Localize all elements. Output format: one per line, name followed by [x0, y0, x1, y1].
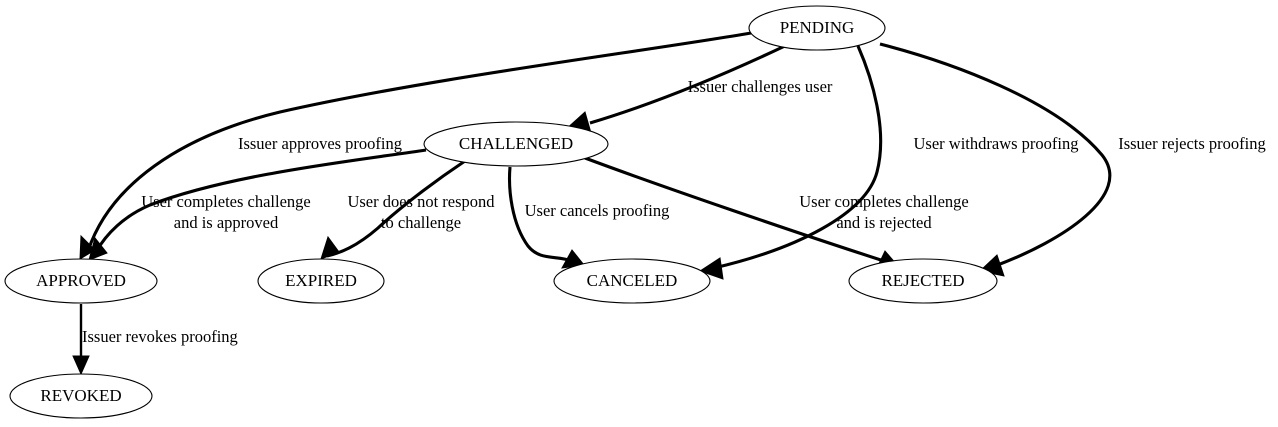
edge-label-user-completes-challenge-approved-line2: and is approved	[174, 213, 279, 232]
node-label-approved: APPROVED	[36, 271, 126, 290]
node-label-revoked: REVOKED	[40, 386, 121, 405]
edge-label-user-completes-challenge-approved-line1: User completes challenge	[141, 192, 311, 211]
node-canceled[interactable]: CANCELED	[553, 258, 711, 304]
edge-label-issuer-approves-proofing: Issuer approves proofing	[238, 134, 402, 153]
edge-label-issuer-revokes-proofing: Issuer revokes proofing	[82, 327, 238, 346]
edge-label-issuer-rejects-proofing: Issuer rejects proofing	[1118, 134, 1266, 153]
edge-label-issuer-challenges-user: Issuer challenges user	[688, 77, 833, 96]
edge-label-user-does-not-respond-line2: to challenge	[381, 213, 461, 232]
edge-label-user-withdraws-proofing: User withdraws proofing	[914, 134, 1079, 153]
edge-pending-approved	[79, 31, 752, 260]
node-label-expired: EXPIRED	[285, 271, 357, 290]
edge-label-user-completes-challenge-rejected-line2: and is rejected	[836, 213, 932, 232]
node-label-pending: PENDING	[780, 18, 855, 37]
edge-challenged-approved	[88, 148, 427, 261]
edge-challenged-expired	[320, 159, 466, 260]
node-expired[interactable]: EXPIRED	[257, 258, 385, 304]
edge-label-user-completes-challenge-rejected-line1: User completes challenge	[799, 192, 969, 211]
edge-label-user-cancels-proofing: User cancels proofing	[525, 201, 670, 220]
node-label-canceled: CANCELED	[587, 271, 678, 290]
edge-pending-rejected	[879, 42, 1112, 277]
node-pending[interactable]: PENDING	[748, 5, 886, 51]
edge-label-user-does-not-respond-line1: User does not respond	[347, 192, 495, 211]
node-label-challenged: CHALLENGED	[459, 134, 573, 153]
node-rejected[interactable]: REJECTED	[848, 258, 998, 304]
node-revoked[interactable]: REVOKED	[9, 373, 153, 419]
edge-pending-canceled	[698, 45, 883, 280]
edge-approved-revoked	[72, 304, 90, 376]
node-label-rejected: REJECTED	[881, 271, 964, 290]
node-challenged[interactable]: CHALLENGED	[423, 121, 609, 167]
node-approved[interactable]: APPROVED	[4, 258, 158, 304]
